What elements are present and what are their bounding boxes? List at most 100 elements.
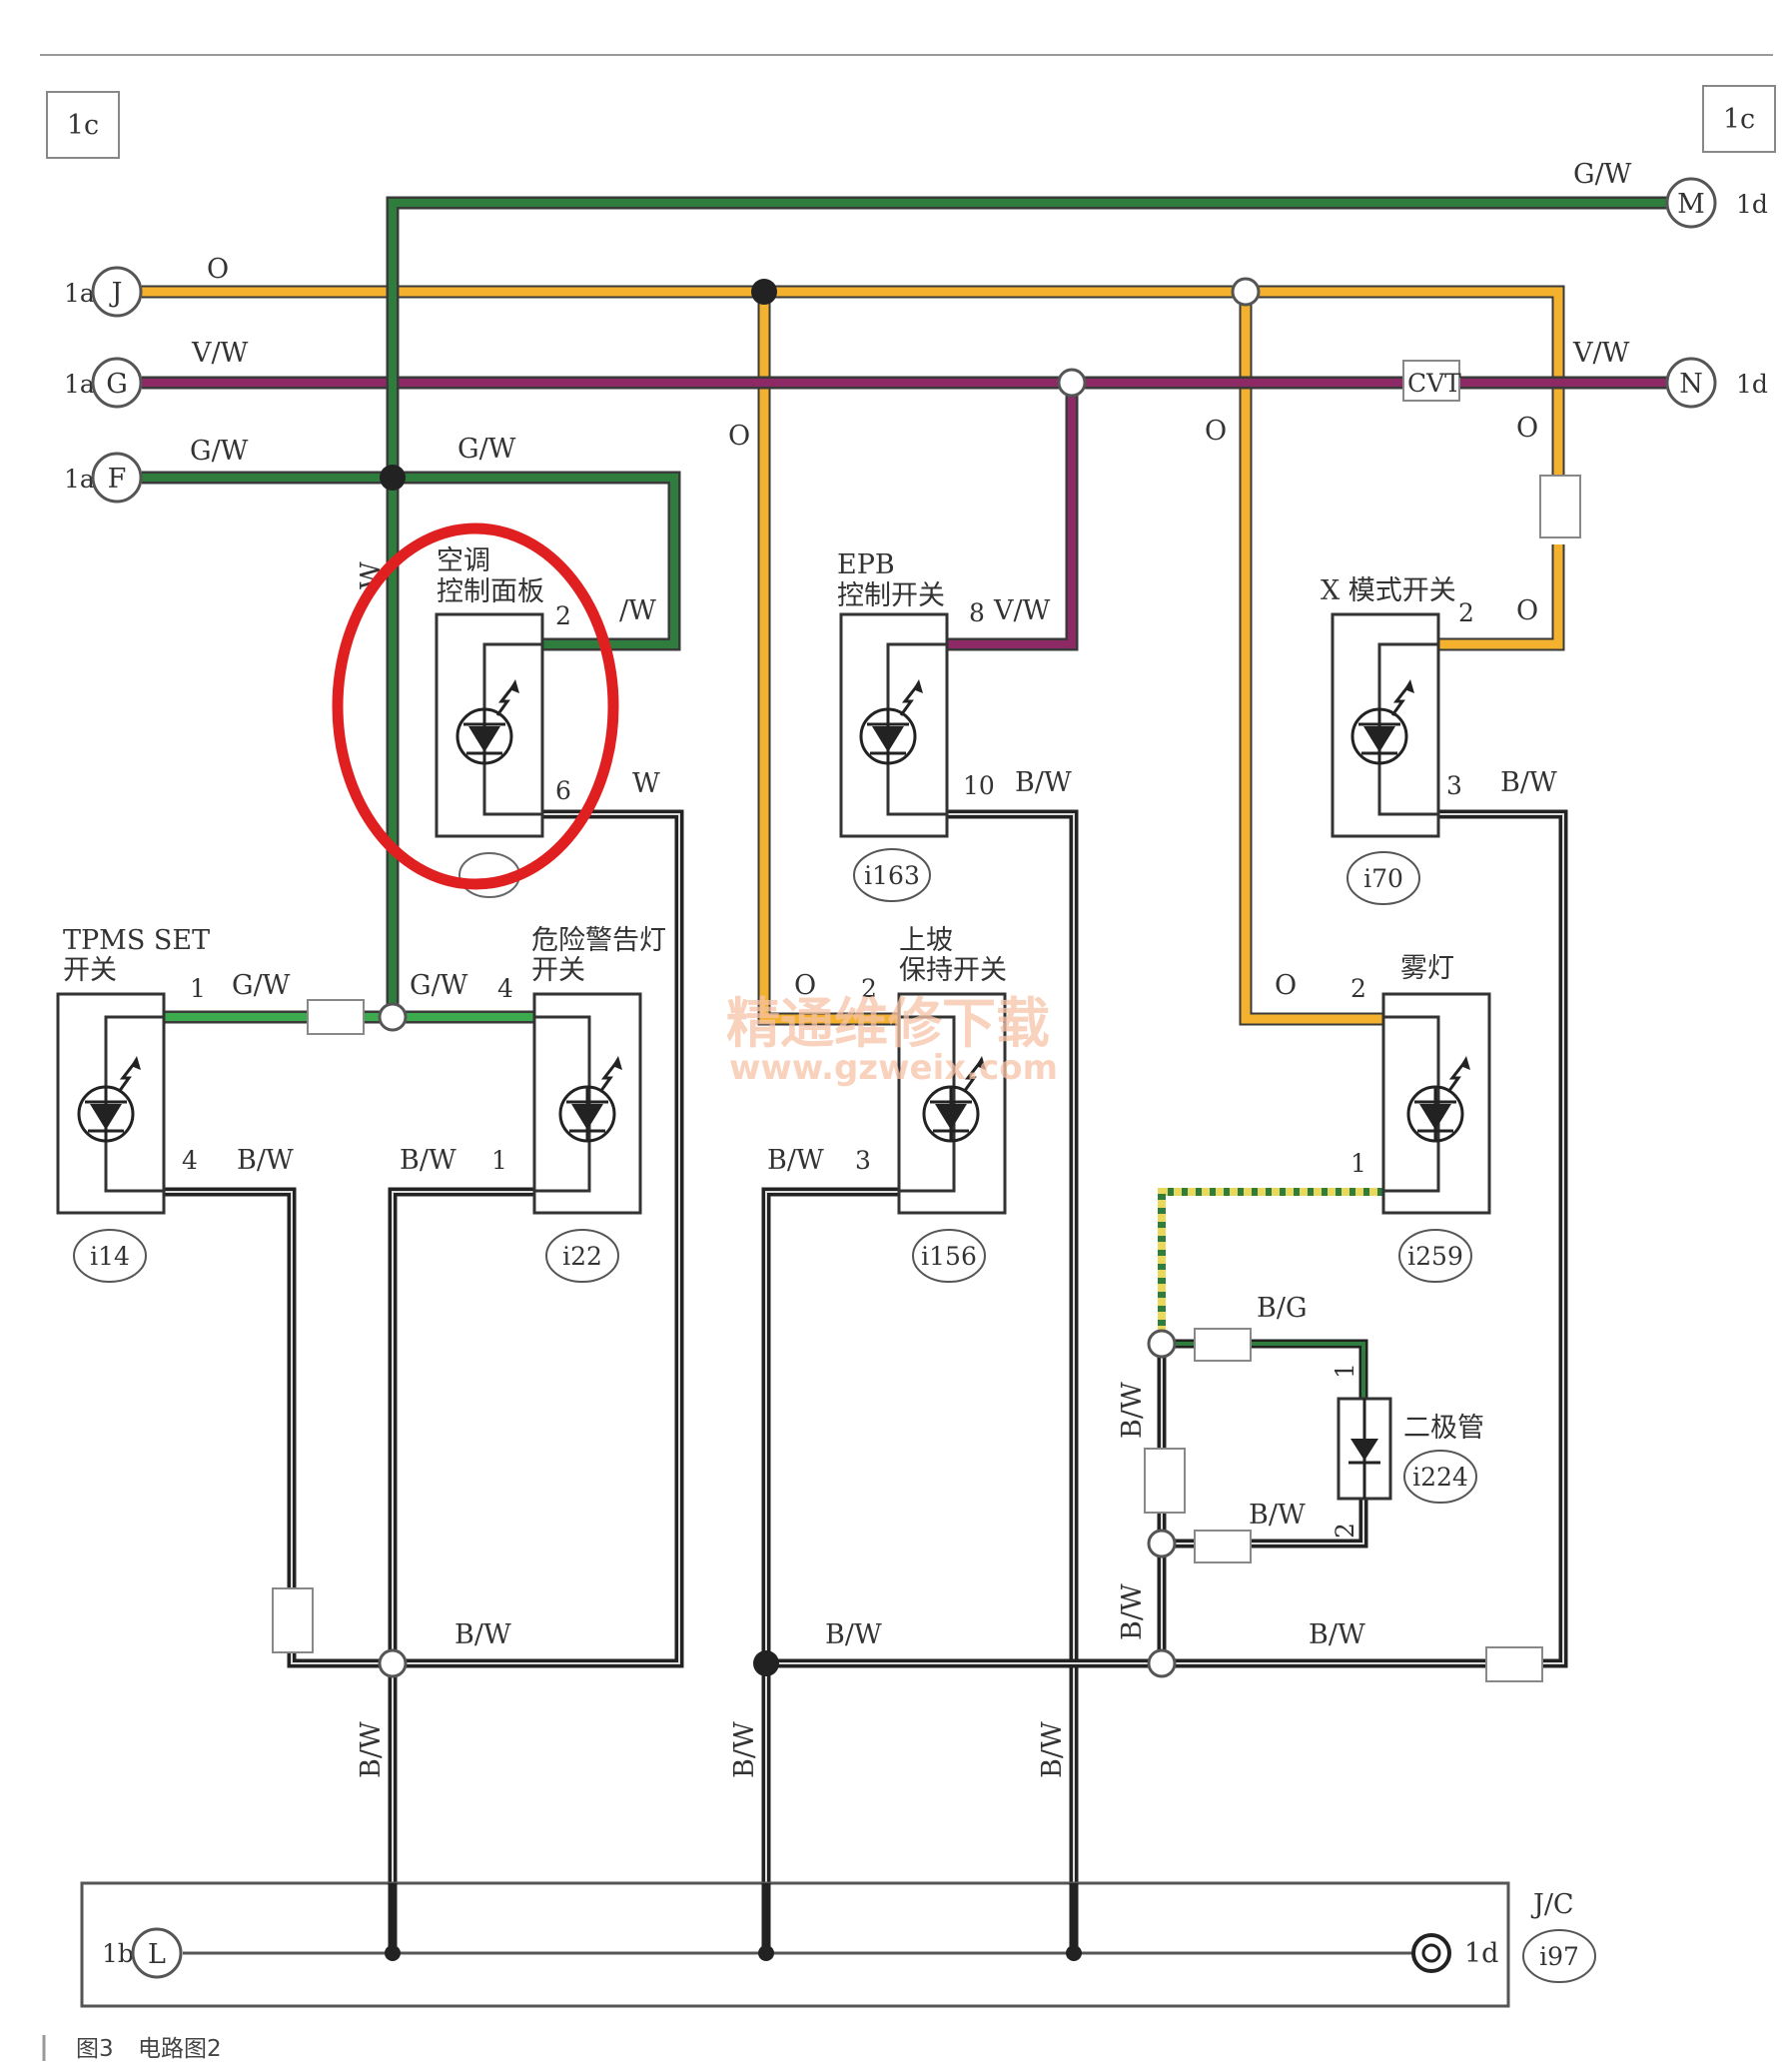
page-ref-top-left-text: 1c [67, 110, 99, 141]
hazard-pin-bottom: 1 [491, 1146, 507, 1175]
diode-pin-bottom: 2 [1331, 1523, 1359, 1539]
cvt-connector [1402, 360, 1460, 402]
wire-label: O [1205, 416, 1227, 447]
wire-labels: O V/W G/W G/W G/W V/W CVT O O O V/W O /W… [190, 159, 1632, 1778]
wire-label: O [1516, 413, 1538, 444]
hazard-warning-switch: 危险警告灯 开关 4 1 i22 [491, 925, 666, 1283]
caption-figure: 图3 [76, 2036, 114, 2062]
diode-pin-top: 1 [1331, 1363, 1359, 1379]
wire-label: /W [619, 595, 656, 626]
wire-label: O [794, 970, 816, 1001]
left-terminal-f-prefix: 1a [64, 465, 95, 494]
wire-label: B/W [767, 1145, 824, 1176]
hazard-id: i22 [562, 1242, 602, 1271]
wire-label: G/W [410, 970, 468, 1001]
wire-label-vertical: B/W [1117, 1583, 1148, 1640]
epb-id: i163 [864, 861, 920, 890]
ac-panel-name-1: 空调 [437, 545, 490, 576]
wire-label: W [632, 768, 660, 799]
wire-label: G/W [457, 434, 516, 465]
page-ref-top-right: 1c [1702, 85, 1776, 153]
wire-label: V/W [191, 338, 249, 369]
cvt-label: CVT [1407, 369, 1461, 398]
epb-name-1: EPB [837, 549, 895, 580]
wire-label: B/W [1015, 767, 1072, 798]
right-terminal-n-letter: N [1679, 369, 1703, 400]
wire-label: B/W [825, 1619, 882, 1650]
epb-name-2: 控制开关 [837, 580, 945, 611]
jc-id: i97 [1539, 1942, 1579, 1971]
fog-name: 雾灯 [1400, 953, 1454, 984]
wire-label: B/W [400, 1145, 456, 1176]
ac-control-panel: 空调 控制面板 2 6 [435, 545, 571, 898]
diode-component: 1 2 二极管 i224 [1331, 1363, 1484, 1539]
hazard-pin-top: 4 [497, 974, 513, 1003]
epb-switch: EPB 控制开关 8 10 i163 [837, 549, 995, 902]
hill-id: i156 [921, 1242, 977, 1271]
left-terminal-f: 1a F [64, 452, 143, 504]
left-terminal-j-prefix: 1a [64, 279, 95, 308]
wire-label: O [1516, 595, 1538, 626]
page-ref-top-left: 1c [46, 91, 120, 159]
junction-connector-block: 1b L 1d J/C i97 [80, 1881, 1596, 2008]
watermark: 精通维修下载 www.gzweix.com [726, 992, 1058, 1088]
left-terminal-f-letter: F [108, 464, 127, 495]
highlight-circle [332, 522, 619, 890]
right-terminal-m-suffix: 1d [1736, 190, 1768, 219]
wire-label-vertical: B/W [1037, 1721, 1068, 1778]
x-mode-id: i70 [1363, 864, 1403, 893]
ac-panel-pin-bottom: 6 [555, 776, 571, 805]
fog-lamp-switch: 雾灯 2 1 i259 [1350, 953, 1491, 1283]
tpms-pin-top: 1 [190, 974, 206, 1003]
ac-panel-pin-top: 2 [555, 601, 571, 630]
wire-fog-dotted [1158, 1188, 1383, 1339]
wire-label: B/W [1309, 1619, 1365, 1650]
fog-pin-bottom: 1 [1350, 1149, 1366, 1178]
right-terminal-m: M 1d [1665, 177, 1768, 229]
ground-terminal-letter: L [148, 1939, 166, 1970]
diode-id: i224 [1412, 1463, 1468, 1492]
tpms-pin-bottom: 4 [182, 1146, 198, 1175]
wire-label-vertical: B/W [729, 1721, 760, 1778]
wire-label-vertical: B/W [356, 1721, 387, 1778]
fog-pin-top: 2 [1350, 974, 1366, 1003]
tpms-name-1: TPMS SET [63, 925, 210, 956]
jc-label: J/C [1530, 1889, 1574, 1920]
wire-o-bus [142, 285, 1565, 1026]
left-terminal-g-letter: G [106, 369, 128, 400]
hill-pin-bottom: 3 [855, 1146, 871, 1175]
watermark-line2: www.gzweix.com [729, 1048, 1058, 1088]
ac-panel-name-2: 控制面板 [437, 576, 544, 607]
junctions [378, 277, 1261, 1678]
hill-hold-switch: 上坡 保持开关 2 3 i156 [855, 925, 1007, 1283]
wire-label: B/W [454, 1619, 511, 1650]
figure-caption: 图3 电路图2 [42, 2035, 222, 2062]
wire-label: B/W [1500, 767, 1557, 798]
hill-name-1: 上坡 [899, 925, 953, 956]
wire-label: O [1275, 970, 1297, 1001]
epb-pin-bottom: 10 [963, 771, 995, 800]
ground-point-label: 1d [1464, 1938, 1498, 1969]
x-mode-switch: X 模式开关 2 3 i70 [1321, 575, 1474, 905]
x-mode-pin-top: 2 [1458, 598, 1474, 627]
x-mode-pin-bottom: 3 [1446, 771, 1462, 800]
wire-label: G/W [1573, 159, 1632, 190]
right-terminal-m-letter: M [1677, 189, 1705, 220]
wire-label: O [728, 421, 750, 452]
fog-id: i259 [1407, 1242, 1463, 1271]
wire-label: O [207, 254, 229, 285]
tpms-id: i14 [90, 1242, 130, 1271]
page-ref-top-right-text: 1c [1723, 104, 1755, 135]
hill-pin-top: 2 [861, 974, 877, 1003]
wire-label: V/W [993, 595, 1051, 626]
ground-terminal-l [131, 1927, 183, 1979]
x-mode-name: X 模式开关 [1321, 575, 1456, 606]
hill-name-2: 保持开关 [899, 955, 1007, 986]
wire-label: B/G [1257, 1293, 1308, 1324]
hazard-name-2: 开关 [531, 955, 585, 986]
left-terminal-j: 1a J [64, 266, 143, 318]
tpms-set-switch: TPMS SET 开关 1 4 i14 [56, 925, 210, 1283]
caption-title: 电路图2 [138, 2036, 222, 2062]
